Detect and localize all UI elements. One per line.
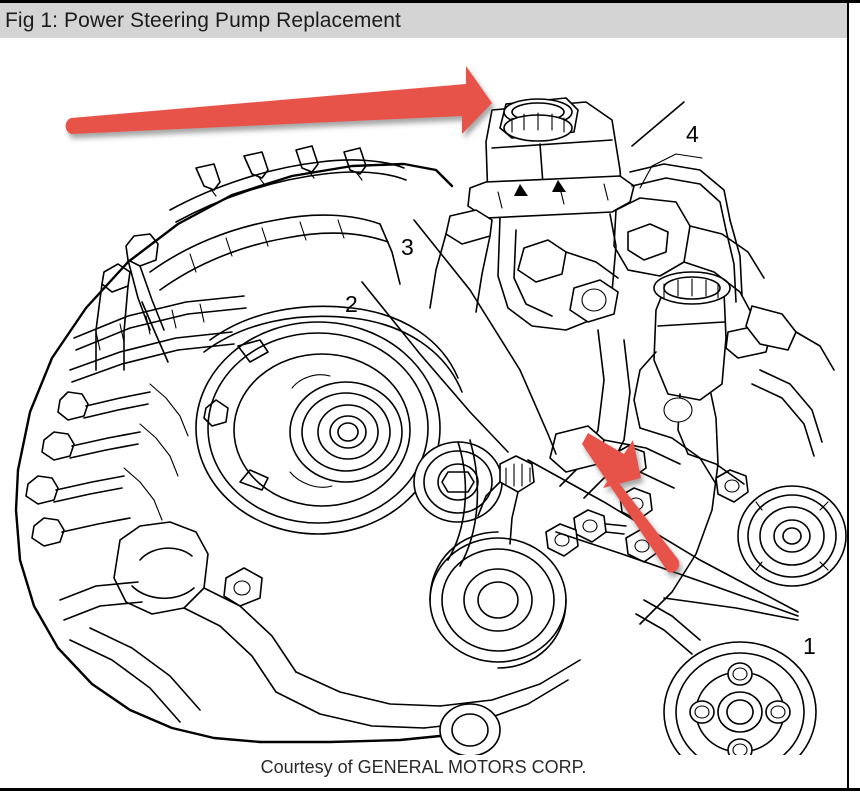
frame-top-border [0,0,860,3]
leader-line-3 [413,219,557,455]
coolant-reservoir [633,271,771,455]
belt-tensioner-pulley [737,485,847,587]
figure-header-bar: Fig 1: Power Steering Pump Replacement [0,3,847,38]
callout-label-2: 2 [345,291,358,317]
fuel-rail-assembly [25,295,247,547]
callout2-target-fitting [477,455,535,545]
oil-pan-and-lower-block [59,521,581,755]
frame-right-border [847,0,849,791]
leader-line-1c [663,597,799,621]
leader-line-4 [631,101,685,147]
frame-bottom-border [0,788,860,791]
alternator-pulley-assembly [195,321,441,535]
idler-pulley [413,441,503,523]
page-title: Fig 1: Power Steering Pump Replacement [5,8,401,32]
callout-label-3: 3 [401,234,414,260]
callout-label-1: 1 [803,633,816,659]
power-steering-pump-body [429,209,619,331]
serpentine-belt [203,305,479,567]
cylinder-head-left [141,214,401,363]
leader-line-2 [361,281,509,453]
upper-right-bracket [613,153,835,371]
crankshaft-pulley [663,641,817,755]
hoses-and-tubes [629,163,823,655]
engine-block-outline [14,162,719,744]
water-pump-pulley [429,531,567,669]
power-steering-reservoir [467,97,635,219]
engine-line-art-svg: .ln { fill:none; stroke:#000; stroke-wid… [14,97,847,755]
engine-diagram: .ln { fill:none; stroke:#000; stroke-wid… [0,40,847,755]
figure-caption: Courtesy of GENERAL MOTORS CORP. [260,757,587,777]
callout-label-4: 4 [686,121,699,147]
